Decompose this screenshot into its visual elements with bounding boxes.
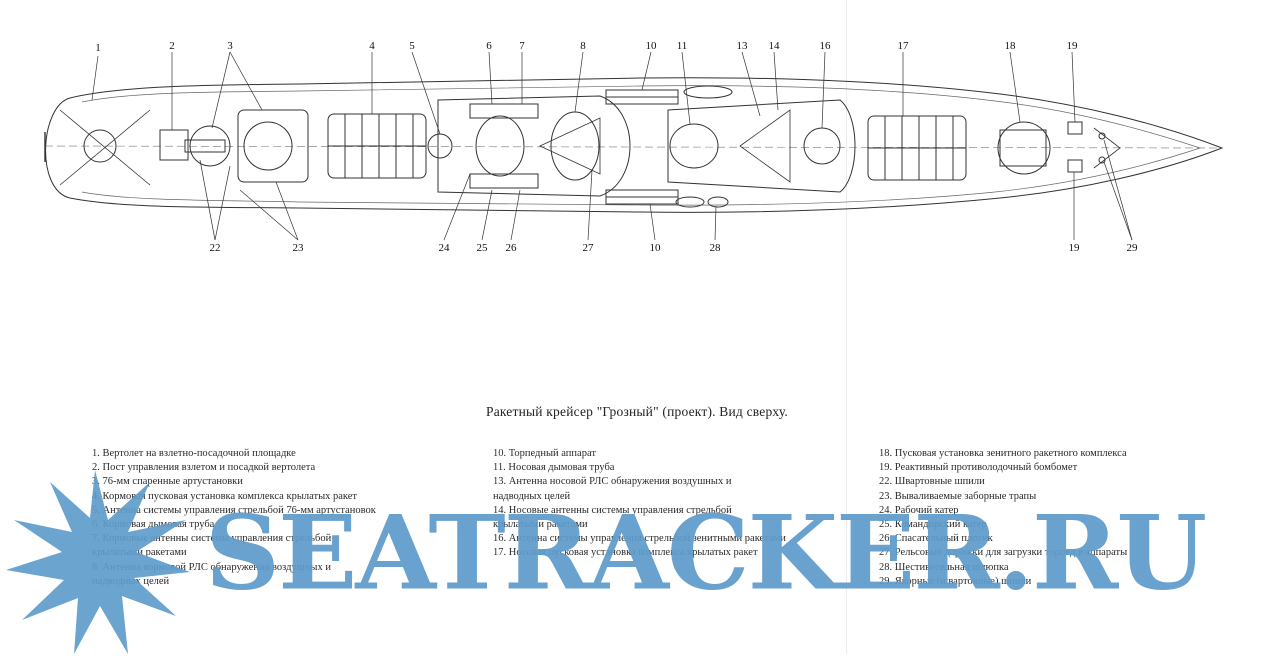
callout-13: 13 [736,40,748,52]
callout-14: 14 [768,40,780,52]
legend-item: 11. Носовая дымовая труба [493,462,615,474]
legend-column-1: 1. Вертолет на взлетно-посадочной площад… [92,447,382,589]
legend-item: 26. Спасательный плотик [879,533,993,545]
legend-item: 14. Носовые антенны системы управления с… [493,504,732,531]
callout-16: 16 [819,40,831,52]
legend-item: 10. Торпедный аппарат [493,448,596,459]
leader-lines [91,51,1133,241]
callout-6: 6 [486,40,492,52]
page-fold-line [846,0,847,654]
legend-item: 17. Носовая пусковая установка комплекса… [493,547,758,559]
legend-item: 1. Вертолет на взлетно-посадочной площад… [92,448,296,459]
legend-item: 19. Реактивный противолодочный бомбомет [879,462,1078,474]
legend-column-3: 18. Пусковая установка зенитного ракетно… [879,447,1179,589]
legend-item: 24. Рабочий катер [879,504,959,516]
legend-item: 23. Вываливаемые заборные трапы [879,490,1037,502]
asw-rocket-launcher [1067,121,1083,135]
callout-18: 18 [1004,40,1016,52]
callout-2: 2 [169,40,175,52]
legend-item: 18. Пусковая установка зенитного ракетно… [879,448,1127,459]
callout-1: 1 [95,42,101,54]
aft-missile-launcher [327,113,427,179]
legend-item: 4. Кормовая пусковая установка комплекса… [92,490,358,502]
callout-26: 26 [505,242,517,254]
callout-22: 22 [209,242,221,254]
legend-item: 25. Командирский катер [879,519,987,531]
antenna-76mm-fire-control [427,133,453,159]
callout-27: 27 [582,242,594,254]
legend-item: 2. Пост управления взлетом и посадкой ве… [92,462,316,474]
legend-item: 5. Антенна системы управления стрельбой … [92,504,376,516]
boat [675,196,705,208]
legend-item: 28. Шестивесельная шлюпка [879,561,1009,573]
callout-11: 11 [676,40,688,52]
callout-3: 3 [227,40,233,52]
callout-8: 8 [580,40,586,52]
callout-24: 24 [438,242,450,254]
gun-mount-76mm [184,109,309,183]
legend-item: 13. Антенна носовой РЛС обнаружения возд… [493,476,732,502]
sam-launcher [997,121,1051,175]
legend-item: 27. Рельсовые дорожки для загрузки торпе… [879,547,1128,559]
callout-19-top: 19 [1066,40,1078,52]
aft-superstructure [437,95,631,197]
callout-10-top: 10 [645,40,657,52]
helicopter-control-post [159,129,189,161]
legend-item: 7. Кормовые антенны системы управления с… [92,533,332,559]
legend-item: 6. Кормовая дымовая труба [92,519,215,531]
figure-title: Ракетный крейсер "Грозный" (проект). Вид… [485,404,789,419]
callout-19-bottom: 19 [1068,242,1080,254]
legend-item: 3. 76-мм спаренные артустановки [92,476,243,488]
legend-item: 22. Швартовные шпили [879,476,985,488]
callout-5: 5 [409,40,415,52]
helicopter-pad [44,109,151,186]
legend-column-2: 10. Торпедный аппарат 11. Носовая дымова… [493,447,793,561]
callout-17: 17 [897,40,909,52]
fore-superstructure [667,99,856,193]
boat [683,85,733,99]
callout-29: 29 [1126,242,1138,254]
legend-item: 29. Якорные (швартовные) шпили [879,575,1032,587]
legend-item: 16. Антенна системы управления стрельбой… [493,533,786,545]
callout-25: 25 [476,242,488,254]
fore-missile-launcher [867,115,967,181]
boat [707,196,729,208]
callout-23: 23 [292,242,304,254]
callout-7: 7 [519,40,525,52]
legend-item: 8. Антенна кормовой РЛС обнаружения возд… [92,561,331,587]
callout-28: 28 [709,242,721,254]
callout-4: 4 [369,40,375,52]
asw-rocket-launcher [1067,159,1083,173]
callout-10-bottom: 10 [649,242,661,254]
